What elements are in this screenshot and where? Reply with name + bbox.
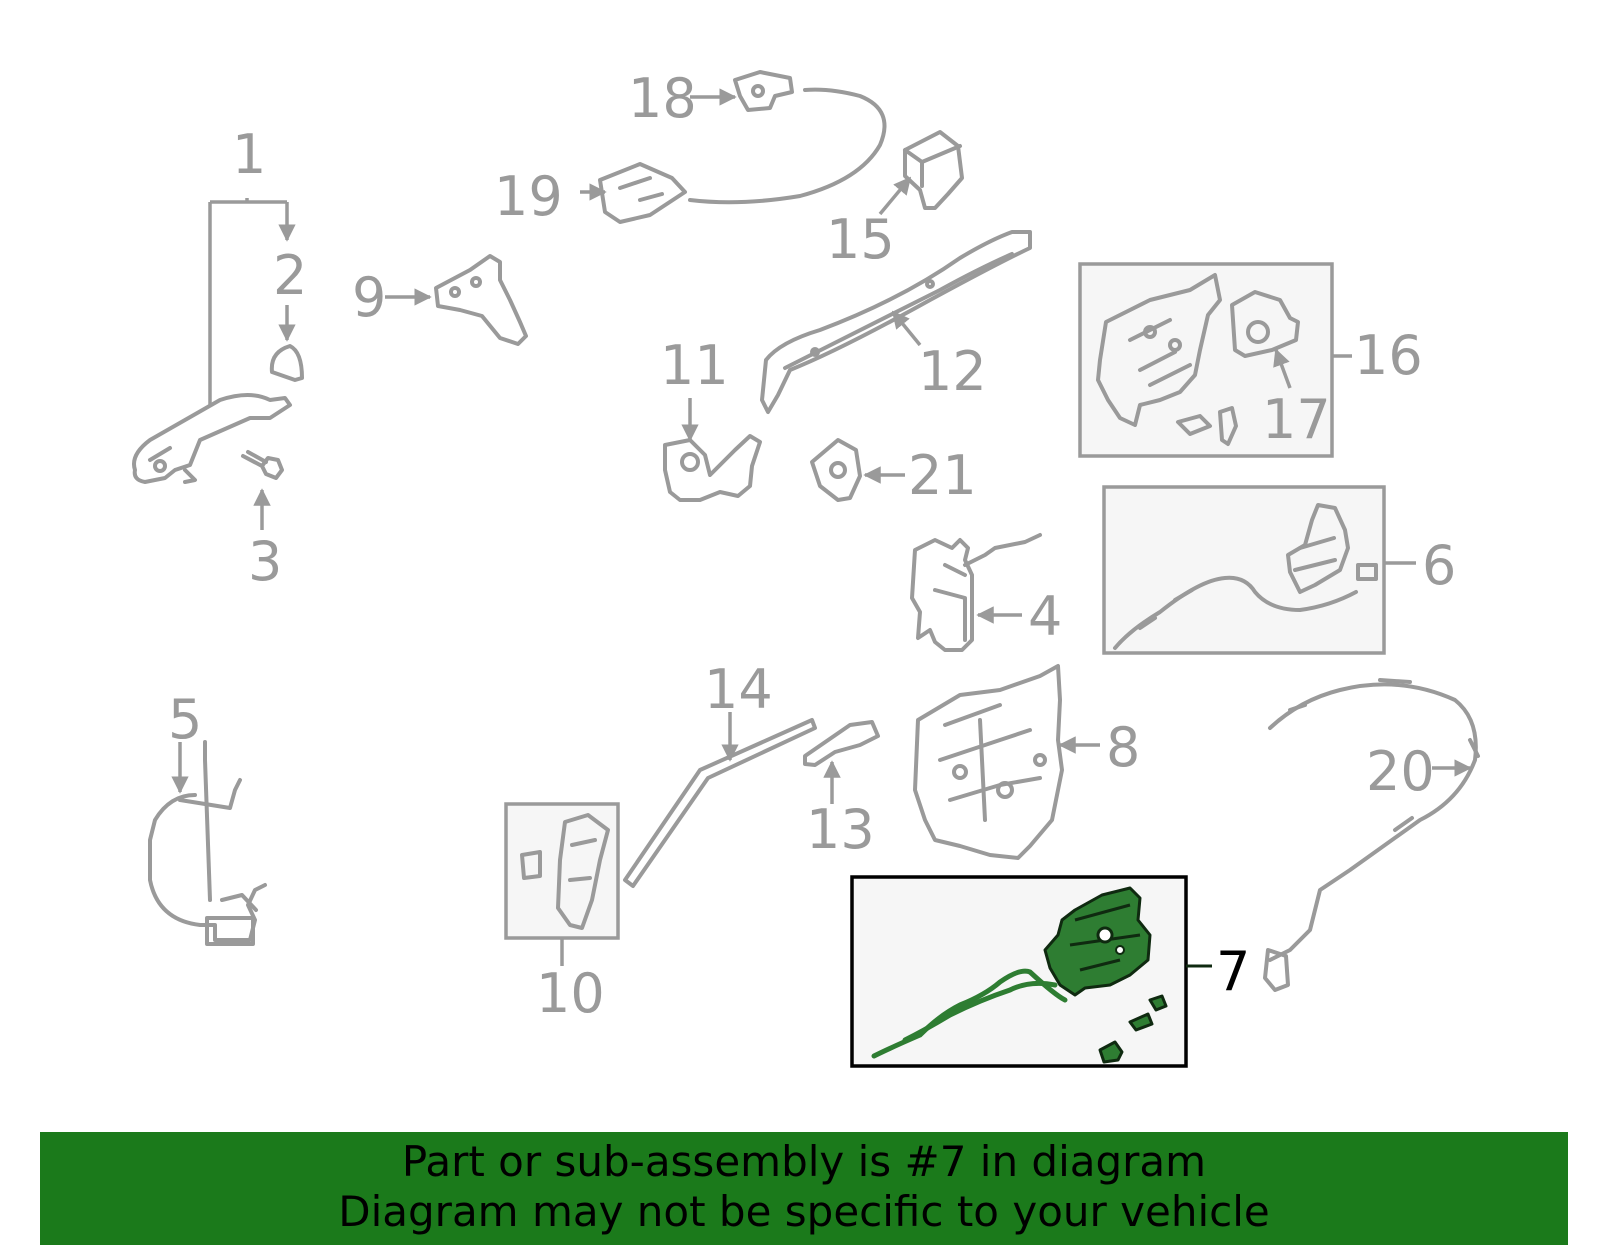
callout-11: 11 <box>660 334 729 397</box>
callout-7: 7 <box>1216 940 1250 1003</box>
callout-16: 16 <box>1354 324 1423 387</box>
part-2-cap <box>269 305 304 382</box>
callout-15: 15 <box>826 208 895 271</box>
part-16-box <box>1078 262 1352 458</box>
part-9-bracket <box>385 254 528 346</box>
part-7-door-lock-actuator[interactable] <box>871 886 1168 1064</box>
callout-19: 19 <box>494 165 563 228</box>
part-19-bracket <box>580 162 687 224</box>
callout-2: 2 <box>273 244 307 307</box>
part-21-bracket <box>810 438 905 502</box>
callout-13: 13 <box>806 798 875 861</box>
part-8-module <box>913 664 1100 860</box>
banner-line-2: Diagram may not be specific to your vehi… <box>338 1187 1270 1236</box>
banner-line-1: Part or sub-assembly is #7 in diagram <box>401 1137 1207 1186</box>
part-17-actuator <box>1230 290 1300 389</box>
callout-9: 9 <box>352 266 386 329</box>
callout-20: 20 <box>1366 740 1435 803</box>
callout-8: 8 <box>1106 716 1140 779</box>
part-3-bolt <box>241 450 284 530</box>
part-13-bracket <box>803 720 880 804</box>
callout-3: 3 <box>248 530 282 593</box>
callout-21: 21 <box>908 444 977 507</box>
info-banner: Part or sub-assembly is #7 in diagram Di… <box>40 1132 1568 1245</box>
callout-12: 12 <box>918 340 987 403</box>
callout-labels: 1 2 3 4 5 6 7 8 9 10 11 12 13 14 15 16 1… <box>168 67 1456 1025</box>
callout-10: 10 <box>536 962 605 1025</box>
part-20-cable <box>1263 678 1480 992</box>
part-11-latch-bracket <box>663 398 762 502</box>
callout-1: 1 <box>232 123 266 186</box>
part-5-rod <box>148 740 267 946</box>
part-4-handle-bracket <box>910 533 1042 652</box>
callout-17: 17 <box>1262 388 1331 451</box>
part-15-clip <box>878 130 964 216</box>
part-14-rod <box>623 712 817 888</box>
callout-6: 6 <box>1422 534 1456 597</box>
part-1-outside-handle <box>132 198 290 484</box>
part-10-box <box>504 802 620 966</box>
callout-4: 4 <box>1028 585 1062 648</box>
callout-5: 5 <box>168 688 202 751</box>
part-6-box <box>1102 485 1416 655</box>
callout-14: 14 <box>704 658 773 721</box>
part-18-bracket <box>688 70 887 205</box>
part-12-channel <box>760 230 1032 414</box>
callout-18: 18 <box>628 67 697 130</box>
